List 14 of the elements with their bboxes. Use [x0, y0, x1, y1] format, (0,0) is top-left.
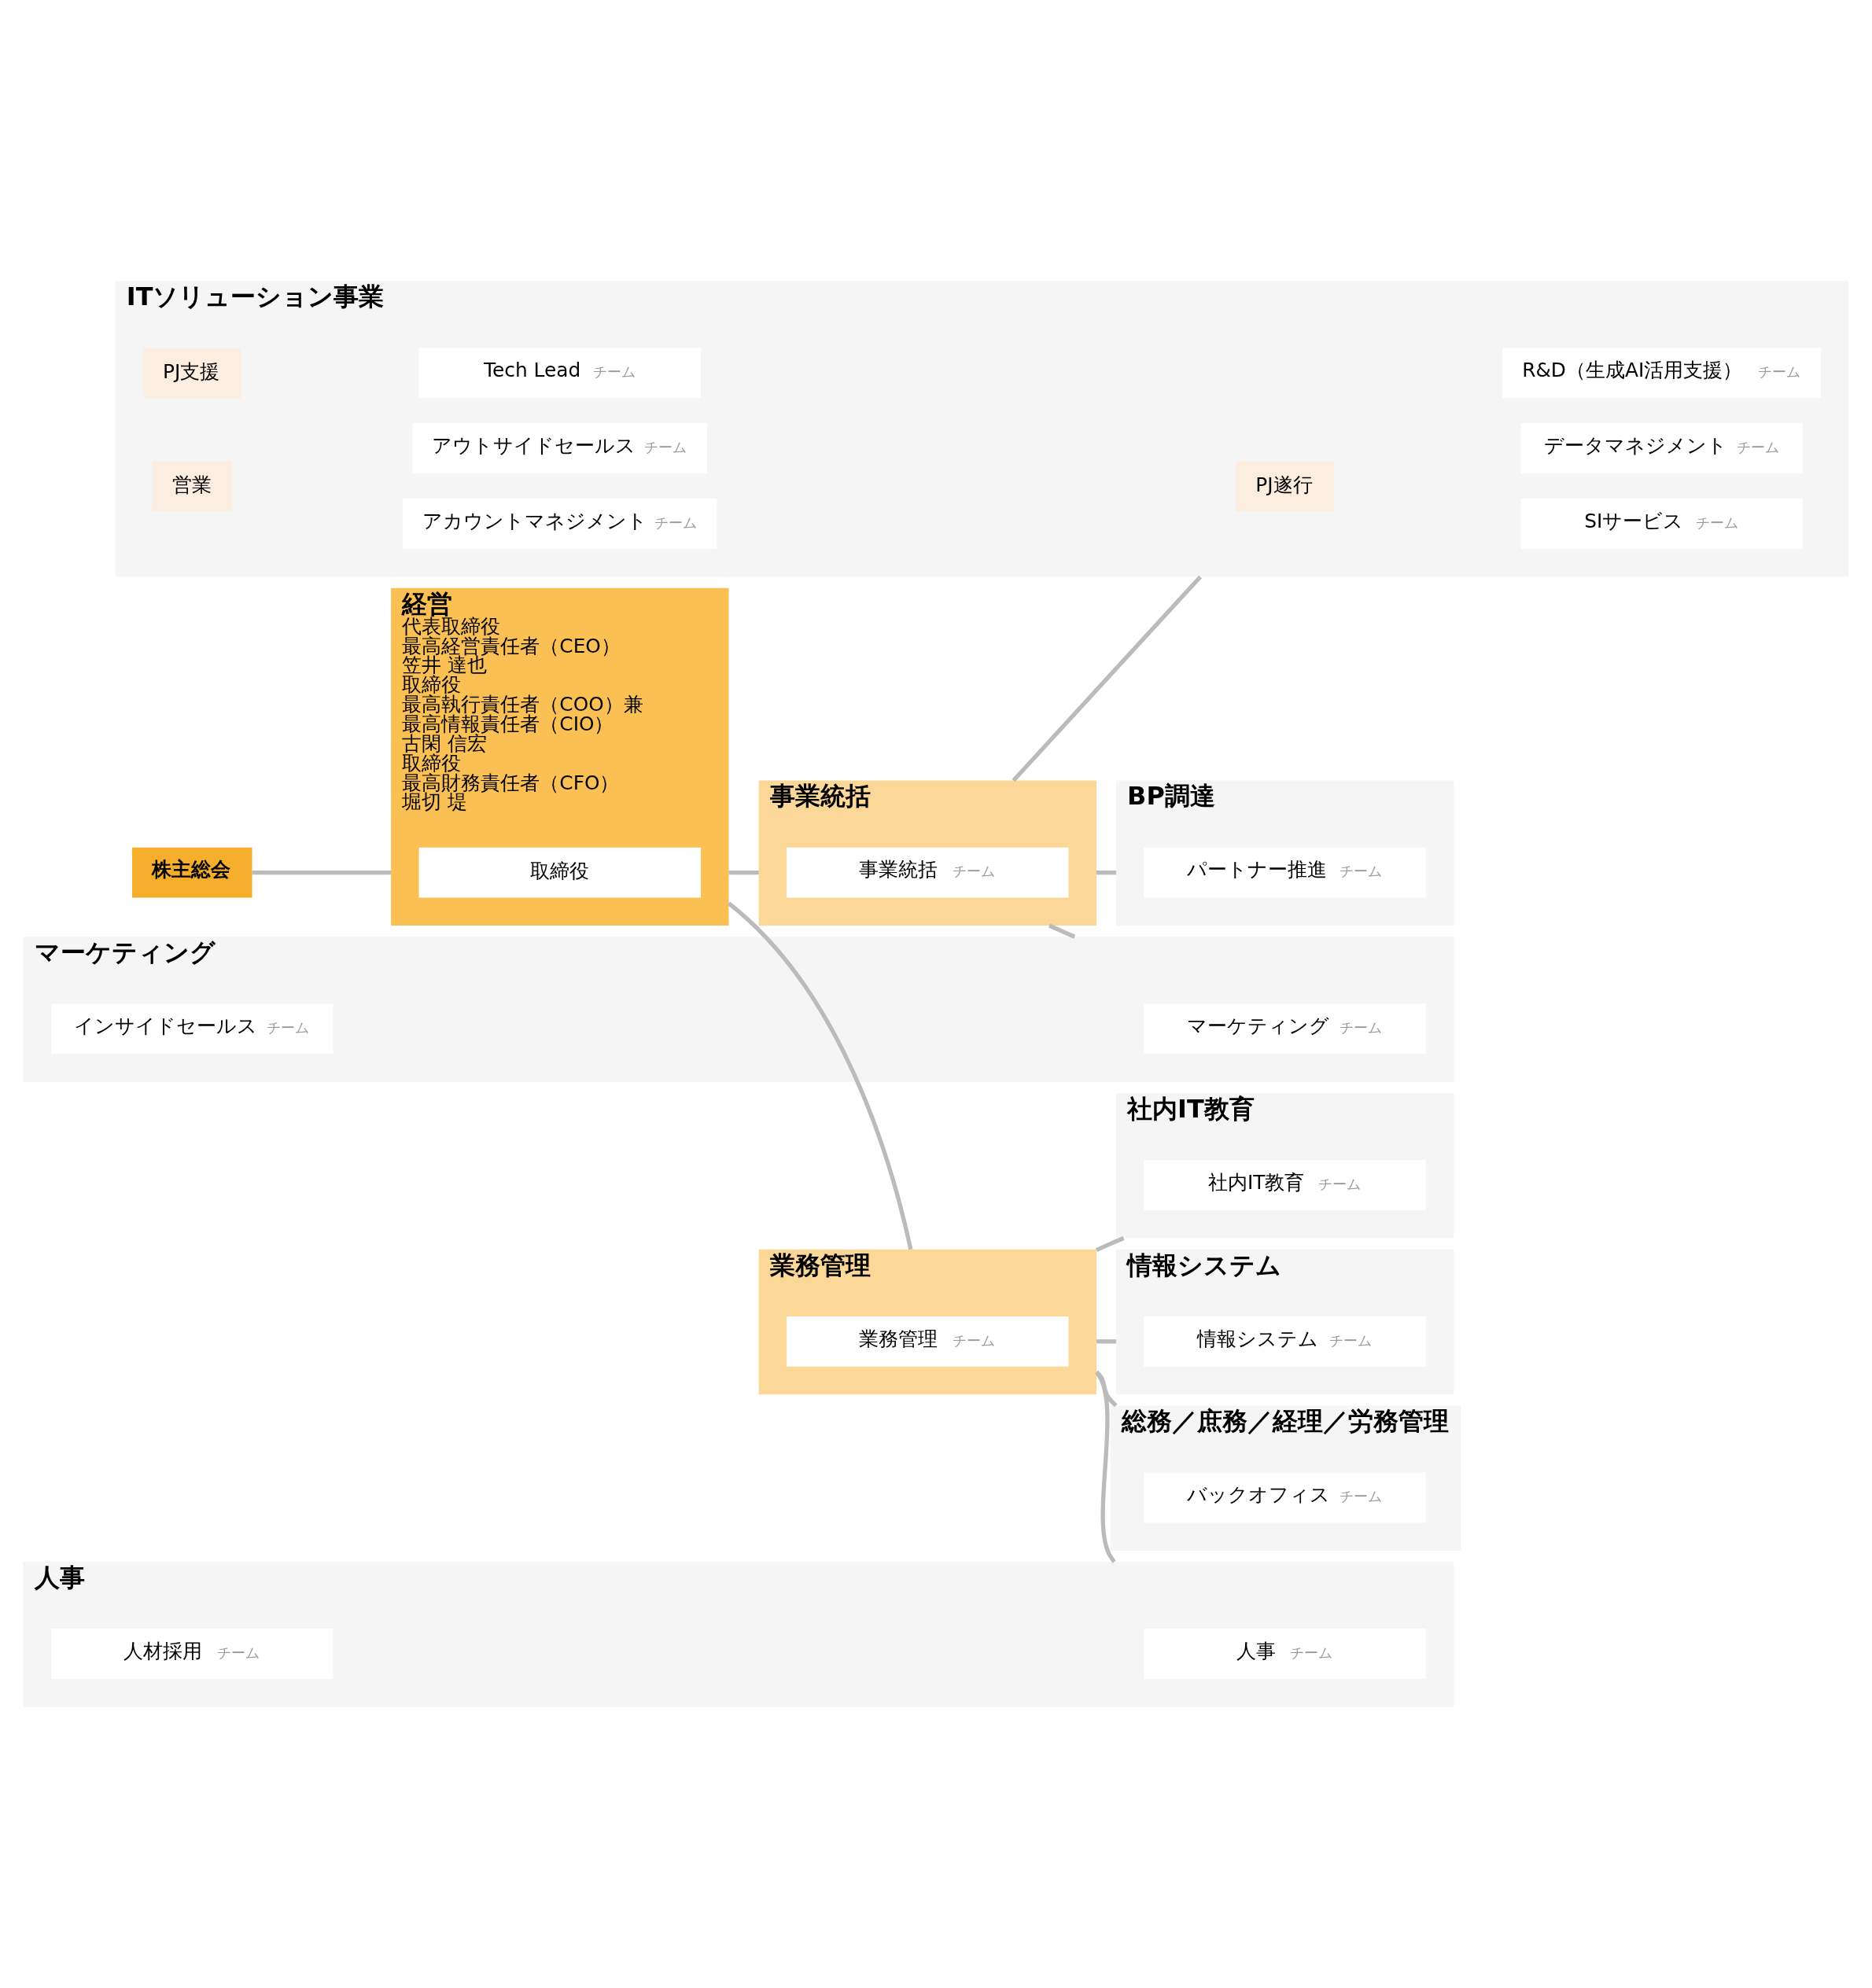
node-box: 取締役 [418, 847, 701, 898]
node-box: 株主総会 [131, 847, 252, 898]
connector [1095, 1236, 1125, 1252]
connector [1096, 870, 1116, 875]
connector [1096, 1339, 1116, 1344]
connector [1094, 1371, 1116, 1563]
connector [252, 870, 392, 875]
connector [728, 870, 759, 875]
connector [727, 901, 913, 1250]
connector [1095, 1370, 1118, 1408]
node-box: 業務管理 チーム [787, 1316, 1069, 1367]
connector [1048, 923, 1076, 939]
connector [1012, 575, 1203, 782]
node-box: 事業統括 チーム [787, 847, 1069, 898]
